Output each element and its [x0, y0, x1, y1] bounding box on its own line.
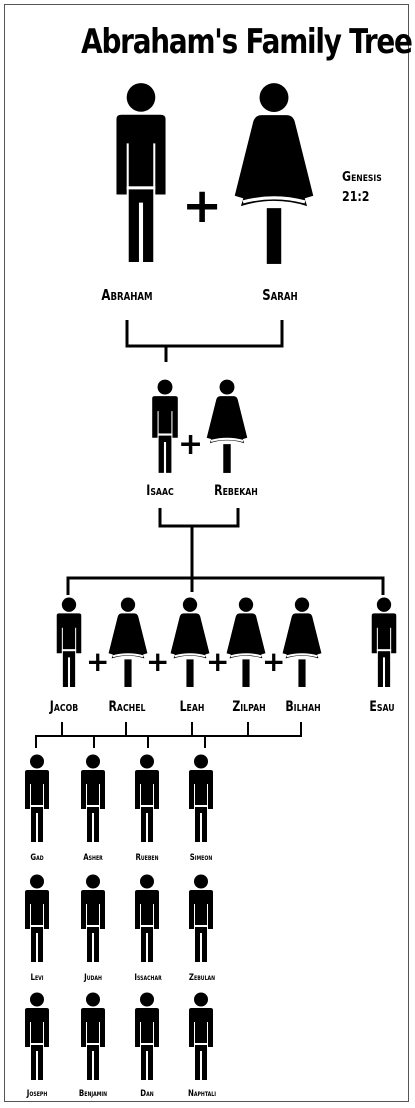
person-label-sarah: Sarah [262, 286, 298, 304]
male-figure-icon [25, 992, 49, 1080]
son-label-zebulan: Zebulan [188, 973, 216, 983]
plus-sign: + [146, 645, 170, 678]
plus-sign: + [178, 427, 204, 462]
son-label-asher: Asher [83, 853, 103, 863]
male-figure-icon [371, 597, 397, 687]
son-label-dan: Dan [140, 1089, 154, 1099]
connector-children-bar [66, 576, 385, 595]
male-figure-icon [135, 754, 159, 842]
male-figure-icon [81, 874, 105, 962]
person-label-rebekah: Rebekah [214, 483, 258, 499]
person-label-bilhah: Bilhah [285, 699, 321, 715]
person-label-leah: Leah [179, 699, 205, 715]
person-label-jacob: Jacob [49, 699, 79, 715]
male-figure-icon [25, 754, 49, 842]
page-title: Abraham's Family Tree [81, 22, 413, 62]
son-label-joseph: Joseph [26, 1089, 48, 1099]
male-figure-icon [25, 874, 49, 962]
person-label-zilpah: Zilpah [232, 699, 266, 715]
connector-sons-bar [35, 735, 206, 748]
male-figure-icon [189, 754, 213, 842]
male-figure-icon [189, 992, 213, 1080]
person-label-isaac: Isaac [146, 483, 174, 499]
son-label-rueben: Rueben [135, 853, 159, 863]
son-label-benjamin: Benjamin [78, 1089, 108, 1099]
son-label-levi: Levi [30, 973, 44, 983]
son-label-simeon: Simeon [189, 853, 213, 863]
image-frame [4, 4, 409, 1102]
son-label-naphtali: Naphtali [187, 1089, 217, 1099]
male-figure-icon [81, 992, 105, 1080]
female-figure-icon [108, 597, 148, 687]
male-figure-icon [56, 597, 82, 687]
person-label-rachel: Rachel [108, 699, 146, 715]
female-figure-icon [170, 597, 210, 687]
connector-jacob-wives [61, 722, 302, 737]
plus-sign: + [182, 178, 223, 234]
plus-sign: + [262, 645, 286, 678]
female-figure-icon [206, 379, 248, 473]
female-figure-icon [234, 83, 314, 264]
female-figure-icon [226, 597, 266, 687]
connector-abraham-sarah [125, 320, 284, 348]
person-label-esau: Esau [369, 699, 395, 715]
reference-verse: 21:2 [342, 190, 370, 206]
son-label-judah: Judah [84, 973, 102, 983]
male-figure-icon [189, 874, 213, 962]
male-figure-icon [135, 874, 159, 962]
scripture-reference: Genesis 21:2 [342, 168, 382, 208]
connector-isaac-rebekah [158, 508, 240, 528]
female-figure-icon [282, 597, 322, 687]
reference-book: Genesis [342, 170, 382, 185]
male-figure-icon [116, 83, 166, 262]
son-label-issachar: Issachar [134, 973, 162, 983]
plus-sign: + [206, 645, 230, 678]
son-label-gad: Gad [30, 853, 44, 863]
plus-sign: + [86, 645, 110, 678]
person-label-abraham: Abraham [101, 286, 153, 304]
male-figure-icon [135, 992, 159, 1080]
male-figure-icon [152, 379, 178, 473]
male-figure-icon [81, 754, 105, 842]
